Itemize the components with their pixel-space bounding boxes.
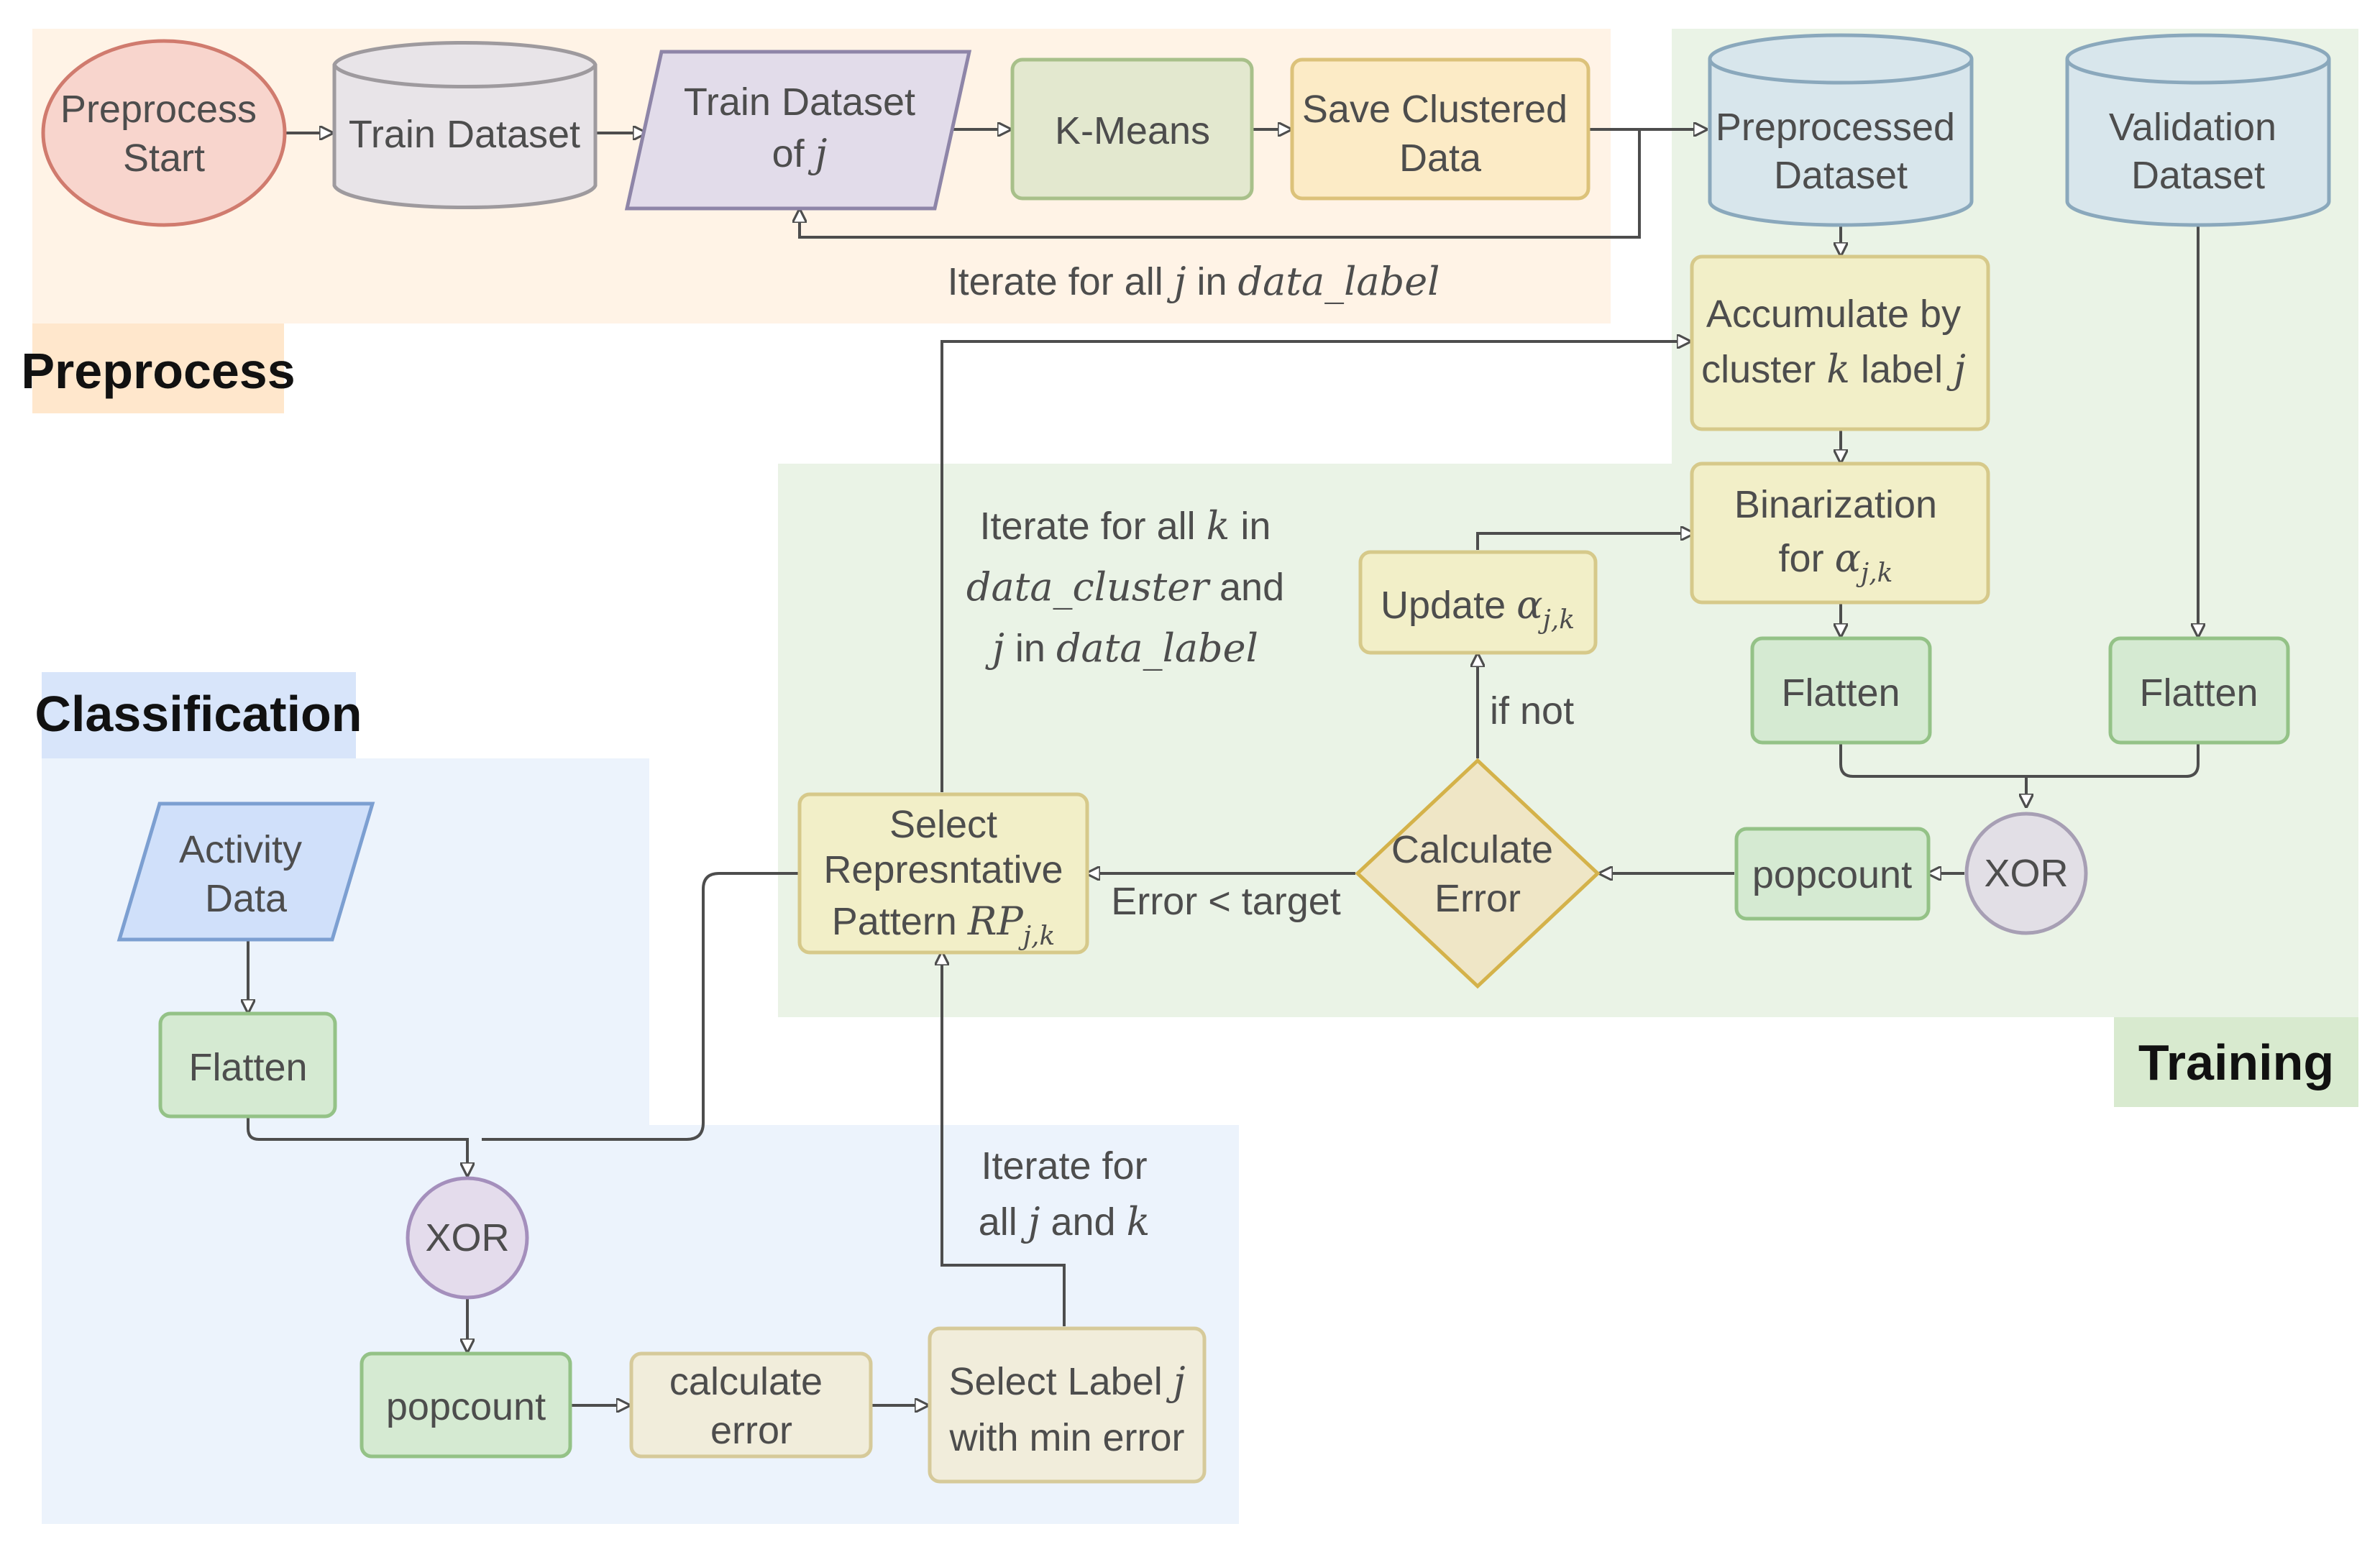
select-label-line1: Select Label j — [949, 1359, 1186, 1404]
flatten-train-left-node: Flatten — [1750, 636, 1932, 745]
update-alpha-node: Update αj,k — [1358, 550, 1598, 655]
save-clustered-line1: Save Clustered — [1302, 88, 1567, 131]
svg-text:calculate error: calculate error — [669, 1360, 833, 1452]
save-clustered-line2: Data — [1399, 137, 1482, 180]
iterate-for-all-j-label: Iterate for all j in data_label — [948, 259, 1440, 304]
svg-text:Iterate for: Iterate for — [981, 1144, 1147, 1188]
activity-data-line1: Activity — [179, 828, 302, 871]
accumulate-node: Accumulate by cluster k label j — [1690, 254, 1990, 431]
xor-class-node: XOR — [406, 1176, 529, 1300]
select-representative-node: Select Represntative Pattern RPj,k — [797, 792, 1089, 955]
svg-text:j in data_label: j in data_label — [985, 625, 1258, 671]
preprocess-start-line1: Preprocess — [60, 88, 257, 131]
activity-data-node: Activity Data — [116, 802, 375, 942]
xor-train-node: XOR — [1964, 812, 2088, 935]
preprocess-section-label-bg — [32, 323, 284, 413]
accumulate-line1: Accumulate by — [1706, 293, 1961, 336]
calculate-error-class-node: calculate error — [629, 1351, 873, 1459]
preprocess-start-line2: Start — [123, 137, 205, 180]
train-dataset-of-j-line1: Train Dataset — [684, 81, 915, 124]
popcount-class-label: popcount — [386, 1385, 546, 1428]
select-rp-line1: Select — [889, 803, 997, 846]
activity-data-line2: Data — [205, 877, 288, 920]
calculate-error-line1: Calculate — [1391, 828, 1553, 871]
edges — [248, 129, 2198, 1405]
preprocessed-dataset-line2: Dataset — [1774, 154, 1908, 197]
training-section-label-bg — [2114, 1017, 2358, 1107]
popcount-train-node: popcount — [1734, 827, 1931, 921]
calculate-error-class-line2: error — [710, 1409, 792, 1452]
binarization-node: Binarization for αj,k — [1690, 462, 1990, 605]
calculate-error-line2: Error — [1434, 877, 1521, 920]
svg-text:Activity Data: Activity Data — [179, 828, 313, 920]
svg-text:Save Clustered Data: Save Clustered Data — [1302, 88, 1578, 180]
kmeans-node: K-Means — [1010, 58, 1254, 201]
iterate-jk-label: Iterate for all j and k — [979, 1144, 1150, 1244]
svg-text:Preprocessed Dataset: Preprocessed Dataset — [1716, 106, 1966, 197]
training-section-label: Training — [2138, 1034, 2334, 1090]
flatten-train-right-node: Flatten — [2108, 636, 2290, 745]
svg-text:data_cluster and: data_cluster and — [966, 564, 1284, 610]
svg-text:Train Dataset: Train Dataset — [684, 81, 915, 124]
calculate-error-class-line1: calculate — [669, 1360, 823, 1403]
flatten-train-right-label: Flatten — [2139, 671, 2258, 715]
validation-dataset-line1: Validation — [2109, 106, 2276, 149]
preprocessed-dataset-node: Preprocessed Dataset — [1708, 33, 1974, 227]
accumulate-line2: cluster k label j — [1701, 346, 1966, 392]
train-dataset-of-j-prefix: of — [772, 132, 815, 175]
svg-text:Preprocess Start: Preprocess Start — [60, 88, 267, 180]
svg-text:Validation Dataset: Validation Dataset — [2109, 106, 2287, 197]
calculate-error-diamond: Calculate Error — [1355, 758, 1601, 989]
validation-dataset-line2: Dataset — [2131, 154, 2265, 197]
validation-dataset-node: Validation Dataset — [2065, 33, 2331, 227]
select-label-node: Select Label j with min error — [928, 1326, 1207, 1484]
train-dataset-of-j-node: Train Dataset of j — [624, 50, 972, 211]
xor-train-label: XOR — [1984, 852, 2068, 895]
train-dataset-label: Train Dataset — [349, 113, 580, 156]
train-dataset-node: Train Dataset — [332, 40, 598, 210]
binarization-line1: Binarization — [1734, 483, 1937, 526]
svg-text:Calculate Error: Calculate Error — [1391, 828, 1564, 920]
preprocess-section-label: Preprocess — [21, 343, 295, 399]
iterate-k-j-label: Iterate for all k in data_cluster and j … — [966, 503, 1284, 671]
svg-text:of j: of j — [772, 131, 828, 176]
select-label-line2: with min error — [948, 1416, 1184, 1459]
classification-section-label-bg — [42, 672, 356, 758]
select-rp-line2: Represntative — [823, 848, 1063, 891]
xor-class-label: XOR — [425, 1216, 509, 1259]
update-alpha-label: Update αj,k — [1381, 582, 1575, 635]
flatten-class-label: Flatten — [188, 1046, 307, 1089]
save-clustered-node: Save Clustered Data — [1290, 58, 1591, 201]
preprocess-start-node: Preprocess Start — [41, 39, 287, 227]
classification-section-label: Classification — [35, 686, 362, 742]
select-rp-line3: Pattern RPj,k — [832, 899, 1056, 951]
popcount-class-node: popcount — [360, 1351, 572, 1459]
kmeans-label: K-Means — [1055, 109, 1210, 152]
flatten-class-node: Flatten — [158, 1011, 337, 1119]
popcount-train-label: popcount — [1752, 853, 1912, 896]
error-target-label: Error < target — [1111, 880, 1341, 923]
svg-text:Iterate for all k in: Iterate for all k in — [980, 503, 1271, 548]
flatten-train-left-label: Flatten — [1781, 671, 1900, 715]
binarization-line2: for αj,k — [1779, 536, 1893, 588]
preprocessed-dataset-line1: Preprocessed — [1716, 106, 1955, 149]
svg-text:all j and k: all j and k — [979, 1199, 1150, 1244]
if-not-label: if not — [1490, 689, 1574, 733]
